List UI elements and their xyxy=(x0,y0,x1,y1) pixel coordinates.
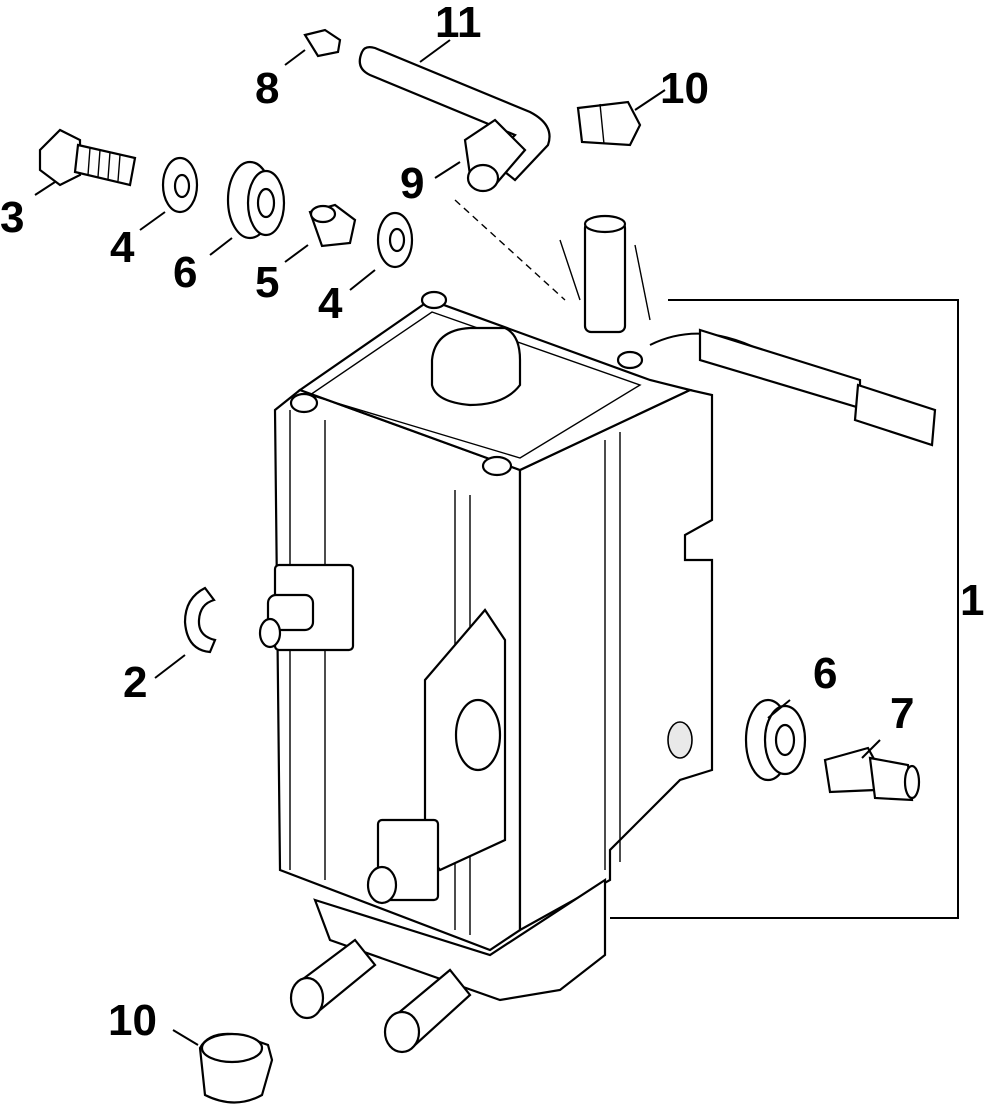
part-washer-lower xyxy=(376,211,414,269)
callout-8: 8 xyxy=(255,64,279,113)
lid-bolts xyxy=(289,290,644,477)
callout-1: 1 xyxy=(960,576,984,625)
callout-4a: 4 xyxy=(110,223,135,272)
callout-9: 9 xyxy=(400,159,424,208)
part-plug xyxy=(303,28,342,58)
part-grommet-upper xyxy=(226,160,286,240)
part-clamp-lower xyxy=(198,1032,274,1104)
callout-2: 2 xyxy=(123,658,147,707)
callouts: 1 2 3 4 4 5 6 6 7 8 9 10 10 11 xyxy=(0,0,984,1045)
part-grommet-lower xyxy=(744,698,807,782)
leader-lines xyxy=(34,39,959,1046)
part-e-clip xyxy=(183,586,217,654)
part-clamp-upper xyxy=(576,100,642,147)
part-hose xyxy=(358,46,551,193)
part-washer-upper xyxy=(161,156,199,214)
callout-4b: 4 xyxy=(318,279,343,328)
part-bolt xyxy=(38,128,137,187)
part-fitting xyxy=(823,746,921,802)
callout-7: 7 xyxy=(890,689,914,738)
callout-6a: 6 xyxy=(173,248,197,297)
bottom-pipes xyxy=(289,938,472,1054)
callout-5: 5 xyxy=(255,258,279,307)
main-assembly xyxy=(258,214,937,1054)
part-sleeve xyxy=(308,203,357,248)
callout-3: 3 xyxy=(0,193,24,242)
callout-6b: 6 xyxy=(813,649,837,698)
callout-10a: 10 xyxy=(660,64,709,113)
callout-11: 11 xyxy=(435,0,482,47)
callout-10b: 10 xyxy=(108,996,157,1045)
